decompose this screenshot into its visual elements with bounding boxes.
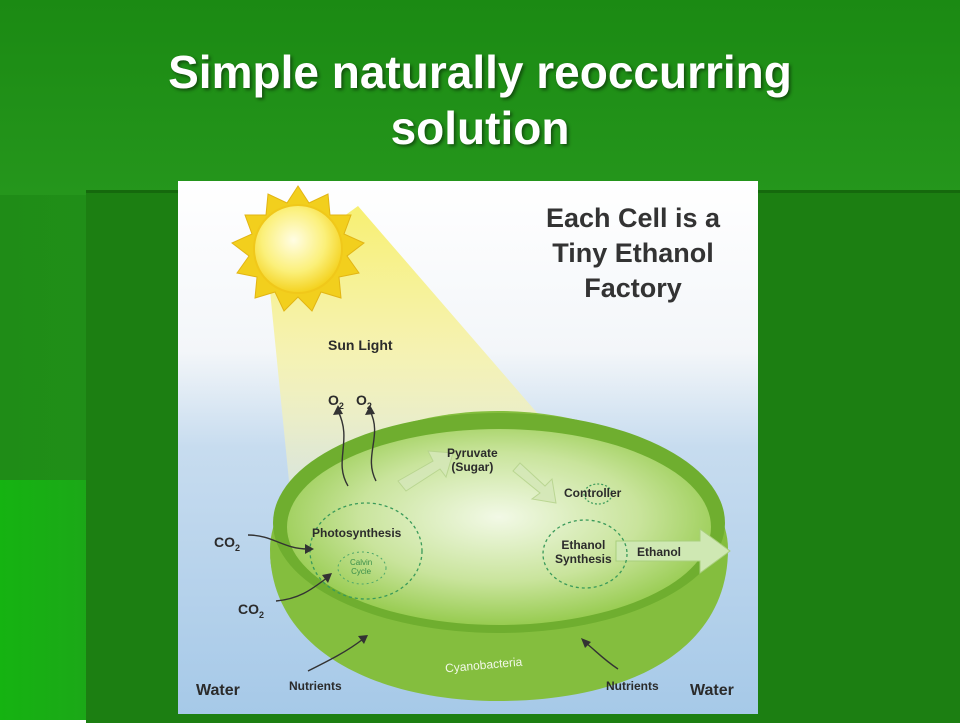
process-arrow-to-controller [512, 462, 557, 504]
co2-top-text: CO [214, 534, 235, 550]
ethanol-synthesis-line-2: Synthesis [555, 552, 612, 566]
co2-bottom-subscript: 2 [259, 609, 265, 620]
sun-light-label: Sun Light [328, 337, 393, 353]
slide-title-line-2: solution [390, 102, 570, 154]
cell-interior [287, 429, 711, 625]
nutrients-label-left: Nutrients [289, 679, 342, 693]
diagram-heading-line-2: Tiny Ethanol [552, 238, 714, 268]
process-arrow-to-pyruvate [397, 450, 454, 492]
o2-arrow-left [337, 410, 349, 487]
o2-arrow-right [369, 410, 377, 482]
sugar-text: (Sugar) [451, 460, 494, 474]
diagram-heading-line-3: Factory [584, 273, 682, 303]
co2-label-bottom: CO2 [238, 601, 264, 620]
slide-title-line-1: Simple naturally reoccurring [168, 46, 792, 98]
cell-diagram-graphic [178, 181, 758, 714]
cycle-text: Cycle [351, 567, 372, 576]
co2-bottom-text: CO [238, 601, 259, 617]
diagram-heading: Each Cell is a Tiny Ethanol Factory [513, 201, 753, 306]
title-band [0, 0, 960, 195]
nutrients-arrow-right [585, 642, 619, 670]
nutrients-arrow-left [307, 638, 364, 672]
photosynthesis-label: Photosynthesis [312, 526, 402, 540]
calvin-text: Calvin [350, 558, 373, 567]
diagram-heading-line-1: Each Cell is a [545, 203, 721, 233]
controller-cycle-icon [583, 483, 613, 505]
ethanol-output-label: Ethanol [637, 545, 681, 559]
co2-arrow-bottom [275, 576, 329, 602]
slide-title: Simple naturally reoccurring solution [0, 44, 960, 156]
o2-left-text: O [328, 392, 339, 408]
pyruvate-text: Pyruvate [447, 446, 498, 460]
ethanol-synthesis-label: Ethanol Synthesis [555, 538, 612, 566]
nutrients-label-right: Nutrients [606, 679, 659, 693]
co2-top-subscript: 2 [235, 542, 241, 553]
ethanol-synthesis-cycle-icon [542, 519, 628, 589]
sun-icon [231, 185, 365, 312]
ethanol-output-arrow [615, 528, 731, 574]
pyruvate-label: Pyruvate (Sugar) [447, 446, 498, 474]
cell-diagram: Each Cell is a Tiny Ethanol Factory Sun … [178, 181, 758, 714]
co2-label-top: CO2 [214, 534, 240, 553]
o2-right-text: O [356, 392, 367, 408]
calvin-cycle-icon [337, 551, 387, 585]
o2-left-subscript: 2 [338, 400, 344, 411]
o2-right-subscript: 2 [366, 400, 372, 411]
ethanol-synthesis-line-1: Ethanol [561, 538, 606, 552]
co2-arrow-top [247, 534, 309, 550]
water-label-left: Water [196, 682, 240, 699]
o2-label-left: O2 [328, 392, 344, 411]
calvin-cycle-label: Calvin Cycle [350, 558, 372, 576]
o2-label-right: O2 [356, 392, 372, 411]
controller-label: Controller [564, 486, 622, 500]
water-label-right: Water [690, 682, 734, 699]
